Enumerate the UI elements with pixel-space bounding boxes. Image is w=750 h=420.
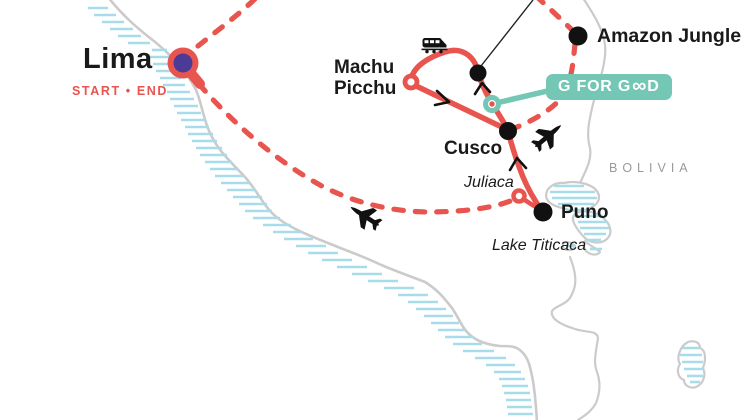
route-cusco-puno	[505, 128, 545, 214]
puno-marker[interactable]	[533, 202, 553, 222]
direction-arrow-icon	[433, 89, 451, 107]
machu-picchu-label: Machu Picchu	[334, 57, 397, 100]
g-for-good-connector	[489, 86, 559, 107]
start-end-pin[interactable]	[167, 47, 205, 89]
direction-arrow-icon	[473, 81, 492, 96]
airplane-icon	[350, 206, 383, 231]
g-for-good-badge[interactable]: G FOR G∞D	[546, 74, 672, 100]
flight-route-amazon-inbound	[536, 0, 575, 33]
small-lake-hatching	[680, 346, 704, 384]
callout-line	[480, 0, 534, 67]
bolivia-border-north	[578, 0, 607, 185]
badge-text-prefix: G FOR G	[558, 78, 632, 95]
lake-hatching	[550, 184, 609, 251]
juliaca-marker[interactable]	[511, 188, 527, 204]
amazon-jungle-label: Amazon Jungle	[597, 25, 742, 47]
ocean-hatching	[88, 6, 533, 416]
cusco-marker[interactable]	[499, 122, 517, 140]
puno-label: Puno	[561, 202, 609, 223]
bolivia-border-south	[550, 255, 601, 420]
bolivia-region-label: BOLIVIA	[609, 161, 693, 175]
direction-arrow-icon	[508, 156, 528, 172]
peru-coastline	[108, 0, 539, 420]
flight-route-lima-north	[195, 0, 258, 49]
lima-label: Lima	[83, 43, 153, 75]
start-end-label: START • END	[72, 84, 169, 98]
sacred-valley-marker[interactable]	[469, 64, 487, 82]
lake-titicaca-label: Lake Titicaca	[492, 237, 587, 254]
airplane-icon	[531, 125, 562, 152]
train-icon	[421, 38, 448, 54]
badge-text-suffix: D	[647, 78, 660, 95]
infinity-icon: ∞	[632, 75, 648, 97]
cusco-label: Cusco	[444, 138, 503, 159]
flight-route-lima-juliaca	[196, 81, 518, 215]
machu-picchu-marker[interactable]	[402, 73, 420, 91]
route-machu-picchu-cusco	[409, 81, 509, 132]
juliaca-label: Juliaca	[464, 174, 514, 191]
route-sacred-valley-machu-picchu-rail	[408, 47, 481, 82]
amazon-jungle-marker[interactable]	[568, 26, 588, 46]
g-for-good-marker[interactable]	[483, 95, 501, 113]
